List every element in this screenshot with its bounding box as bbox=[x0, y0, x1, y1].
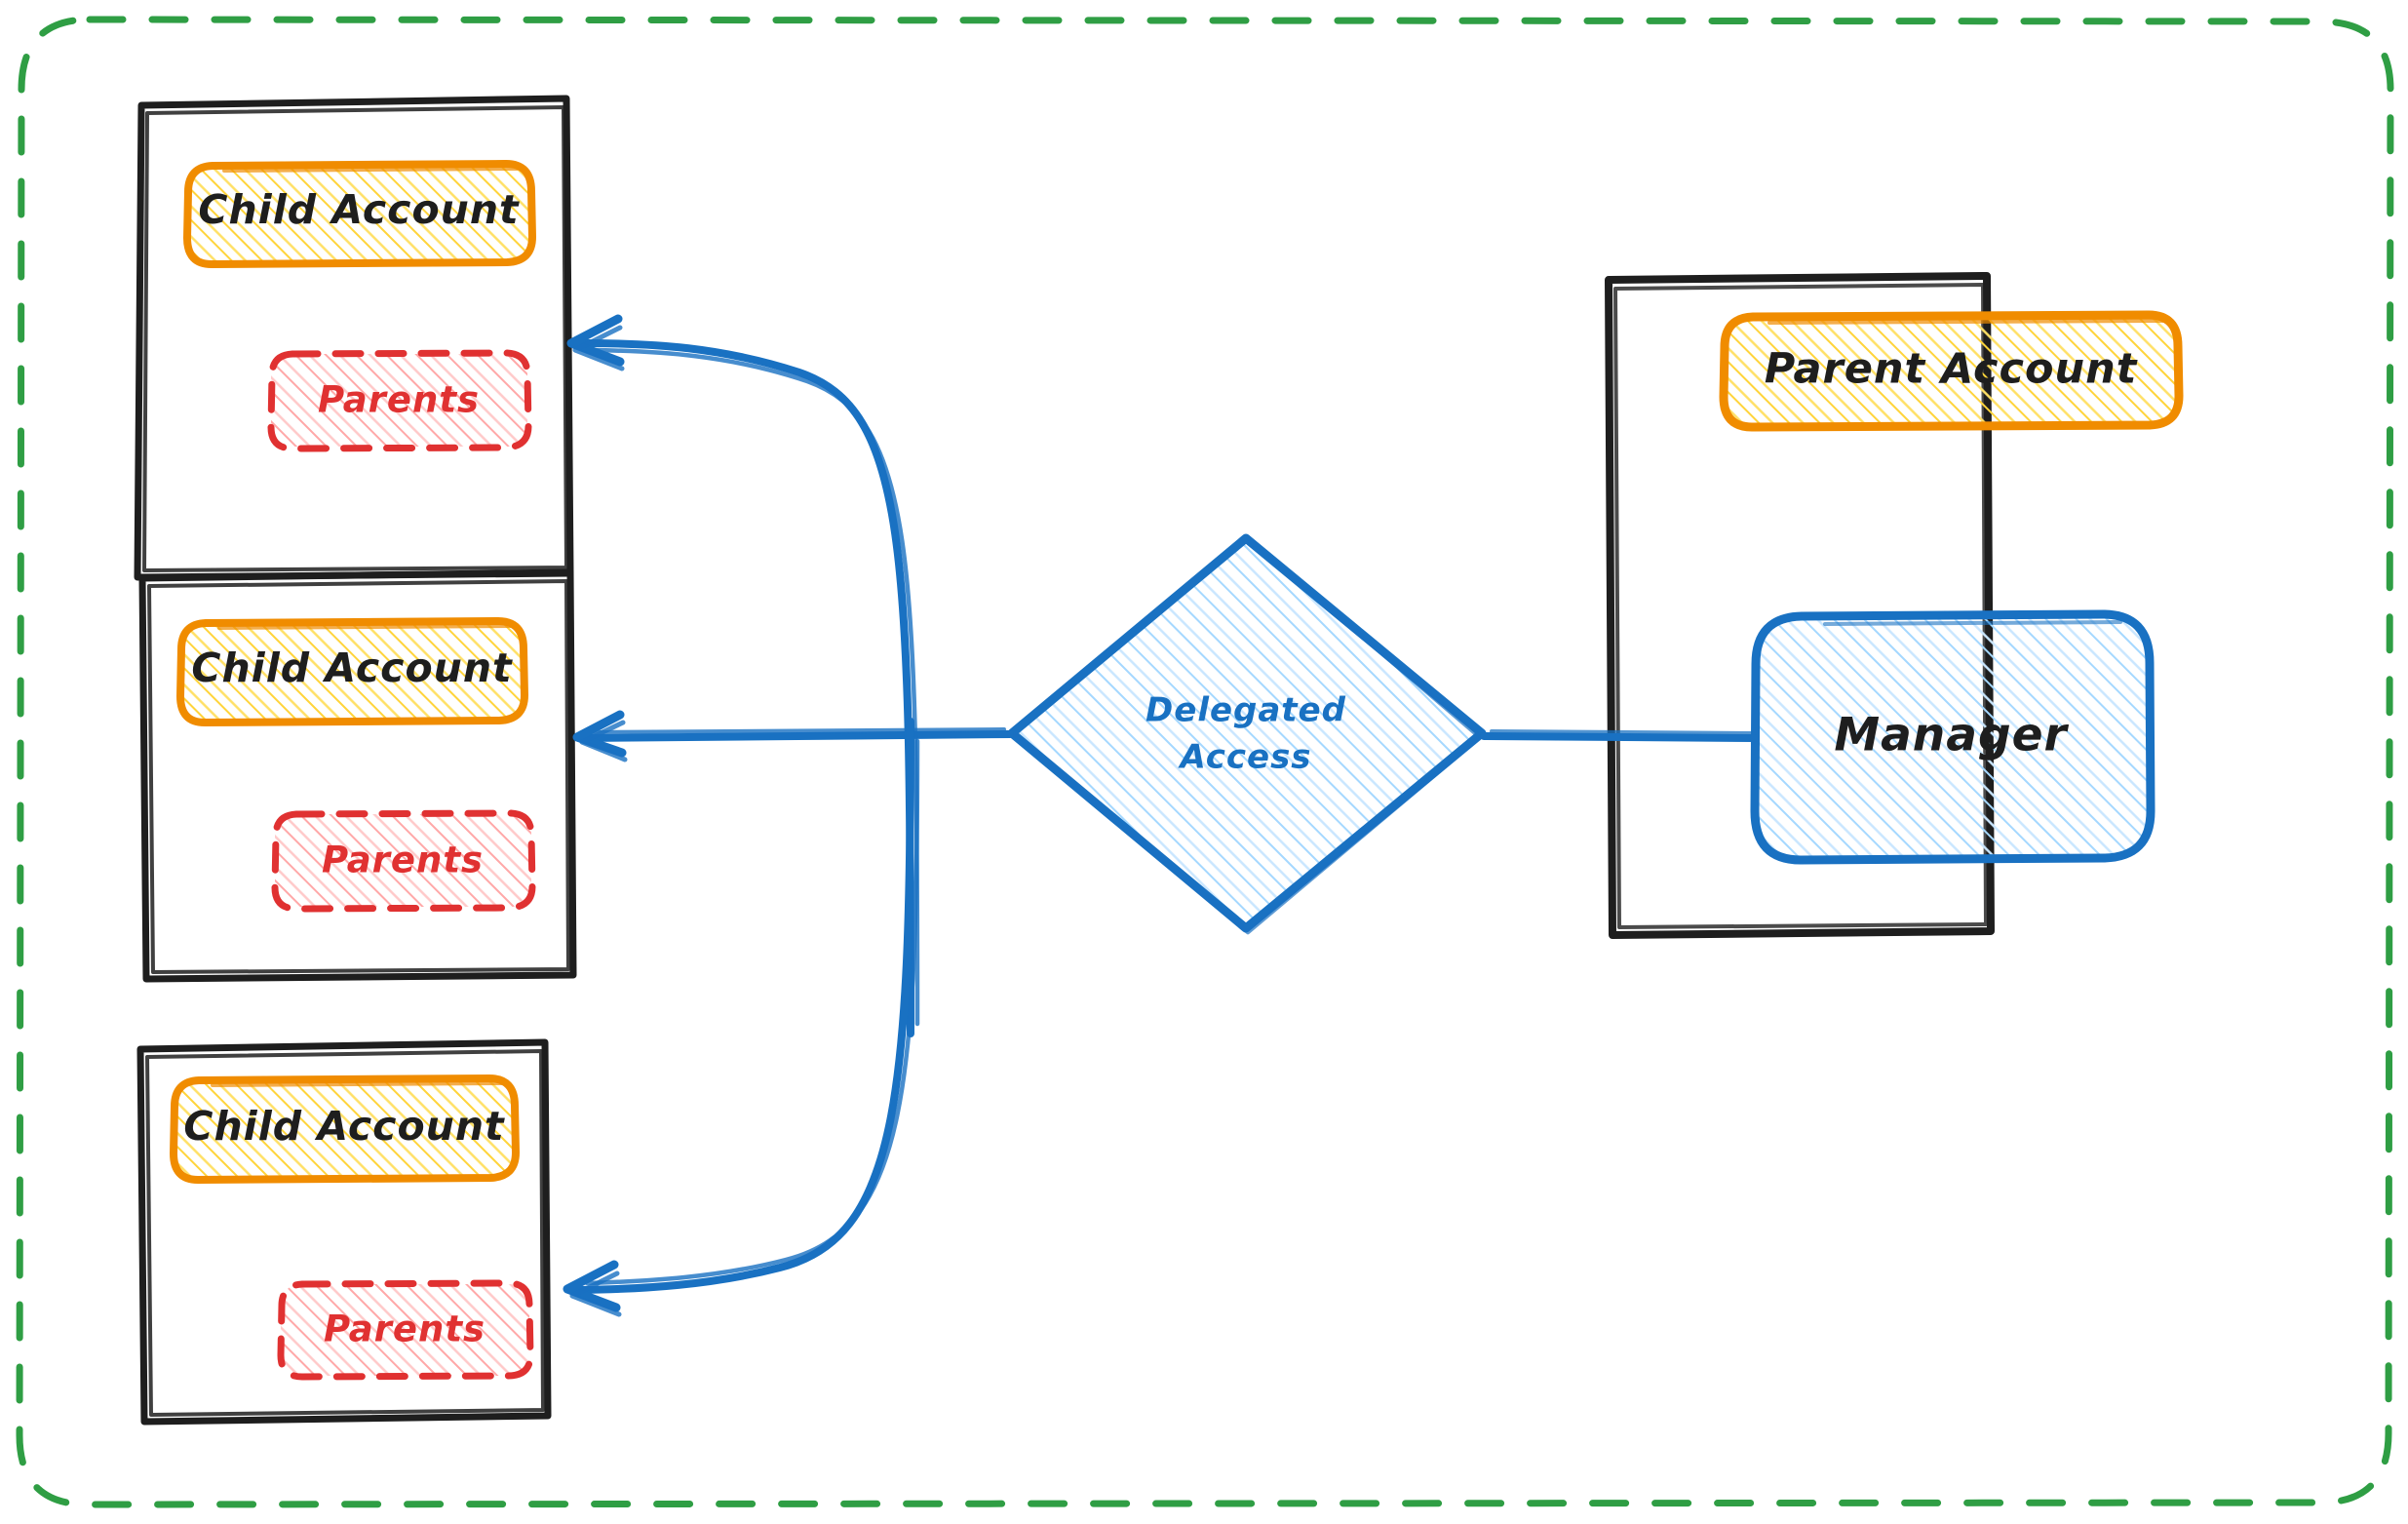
child-account-pill-2[interactable] bbox=[176, 617, 528, 726]
child-account-container-1[interactable] bbox=[134, 95, 574, 581]
parent-account-pill[interactable] bbox=[1719, 310, 2184, 432]
organization-boundary bbox=[16, 16, 2394, 1508]
delegated-access-diamond[interactable] bbox=[1007, 533, 1487, 935]
child-account-container-3[interactable] bbox=[136, 1038, 552, 1426]
parent-account-label: Parent Account bbox=[1765, 345, 2138, 394]
parents-label-3: Parents bbox=[324, 1309, 485, 1350]
parent-account-container[interactable] bbox=[1605, 272, 2184, 939]
parents-label-1: Parents bbox=[318, 379, 480, 421]
connector-diamond-to-child-3[interactable] bbox=[563, 718, 920, 1317]
child-account-container-2[interactable] bbox=[138, 568, 577, 983]
child-account-pill-3[interactable] bbox=[170, 1075, 520, 1184]
child-account-label-2: Child Account bbox=[191, 645, 513, 691]
child-account-label-3: Child Account bbox=[183, 1103, 505, 1150]
child-account-pill-1[interactable] bbox=[183, 160, 536, 268]
connector-diamond-to-child-2[interactable] bbox=[572, 710, 1014, 762]
parents-label-2: Parents bbox=[322, 840, 484, 881]
parents-pill-2[interactable] bbox=[271, 809, 536, 913]
manager-pill[interactable] bbox=[1750, 609, 2156, 865]
child-account-label-1: Child Account bbox=[198, 186, 520, 233]
connector-manager-to-diamond[interactable] bbox=[1480, 729, 1759, 742]
connector-diamond-to-child-1[interactable] bbox=[566, 314, 920, 1037]
parents-pill-1[interactable] bbox=[267, 349, 532, 452]
delegated-access-label-line2: Access bbox=[1177, 738, 1311, 777]
delegated-access-label-line1: Delegated bbox=[1146, 691, 1346, 730]
manager-label: Manager bbox=[1834, 709, 2069, 762]
parents-pill-3[interactable] bbox=[277, 1279, 534, 1381]
